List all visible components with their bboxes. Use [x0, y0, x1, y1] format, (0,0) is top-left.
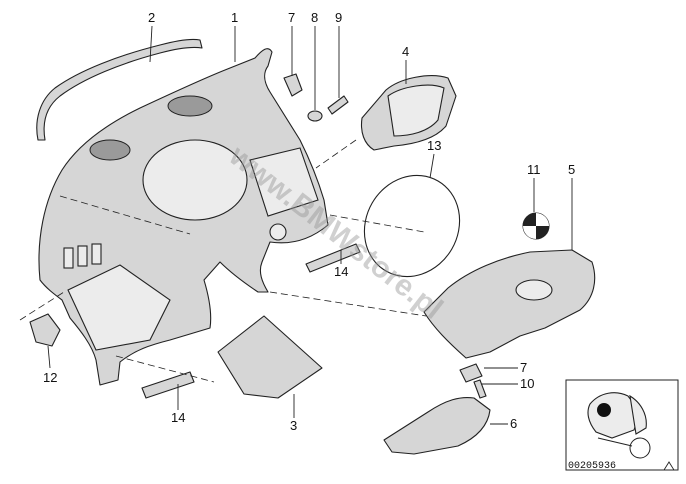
- thumbnail-highlight-dot: [597, 403, 611, 417]
- callout-11: 11: [527, 162, 541, 177]
- thumbnail-rider: [629, 394, 647, 435]
- triangle-marker-icon: [663, 461, 675, 471]
- part-6-lower-cover: [383, 396, 491, 455]
- callout-8: 8: [311, 10, 318, 25]
- part-5-filler-opening: [515, 279, 553, 301]
- thumbnail-frame-line: [597, 437, 633, 447]
- emblem-quadrant: [536, 213, 549, 226]
- part-5-tank-cover: [423, 249, 596, 359]
- part-8-washer: [307, 110, 323, 122]
- diagram-id: 00205936: [568, 461, 616, 472]
- part-1-round-hole: [269, 223, 287, 241]
- leader-line: [47, 345, 51, 369]
- callout-10: 10: [520, 376, 534, 391]
- part-4-cover-inner: [387, 84, 445, 137]
- assembly-line: [115, 355, 215, 383]
- part-1-upper-vent: [167, 95, 213, 117]
- callout-5: 5: [568, 162, 575, 177]
- location-thumbnail: 00205936: [565, 379, 679, 472]
- callout-7-top: 7: [288, 10, 295, 25]
- part-2-edge-strip: [36, 38, 203, 141]
- part-3-flap: [217, 315, 323, 399]
- callout-9: 9: [335, 10, 342, 25]
- part-7-clip-bottom: [459, 363, 483, 383]
- callout-3: 3: [290, 418, 297, 433]
- callout-14-lower: 14: [171, 410, 185, 425]
- thumbnail-wheel: [629, 437, 651, 459]
- part-1-center-cutout: [249, 147, 319, 217]
- part-14-strip-lower: [141, 371, 195, 399]
- assembly-line: [19, 291, 65, 321]
- assembly-line: [315, 139, 357, 169]
- part-1-switch-slot: [91, 243, 102, 265]
- part-9-screw: [327, 95, 349, 115]
- part-1-switch-slot: [63, 247, 74, 269]
- part-1-lower-pocket: [67, 264, 171, 351]
- part-12-block: [29, 313, 61, 347]
- callout-1: 1: [231, 10, 238, 25]
- part-1-switch-slot: [77, 245, 88, 267]
- callout-4: 4: [402, 44, 409, 59]
- callout-13: 13: [427, 138, 441, 153]
- part-14-strip-upper: [305, 243, 361, 273]
- callout-6: 6: [510, 416, 517, 431]
- leader-line: [149, 25, 153, 63]
- callout-14-upper: 14: [334, 264, 348, 279]
- leader-line: [429, 153, 435, 179]
- callout-7-bottom: 7: [520, 360, 527, 375]
- emblem-quadrant: [523, 226, 536, 239]
- assembly-line: [329, 214, 425, 233]
- part-1-instrument-opening: [142, 139, 248, 221]
- assembly-line: [59, 195, 191, 235]
- assembly-line: [269, 291, 427, 317]
- part-13-ring: [363, 174, 461, 278]
- part-10-screw: [473, 379, 487, 399]
- part-7-clip-top: [283, 73, 303, 97]
- callout-12: 12: [43, 370, 57, 385]
- part-1-left-vent: [89, 139, 131, 161]
- callout-2: 2: [148, 10, 155, 25]
